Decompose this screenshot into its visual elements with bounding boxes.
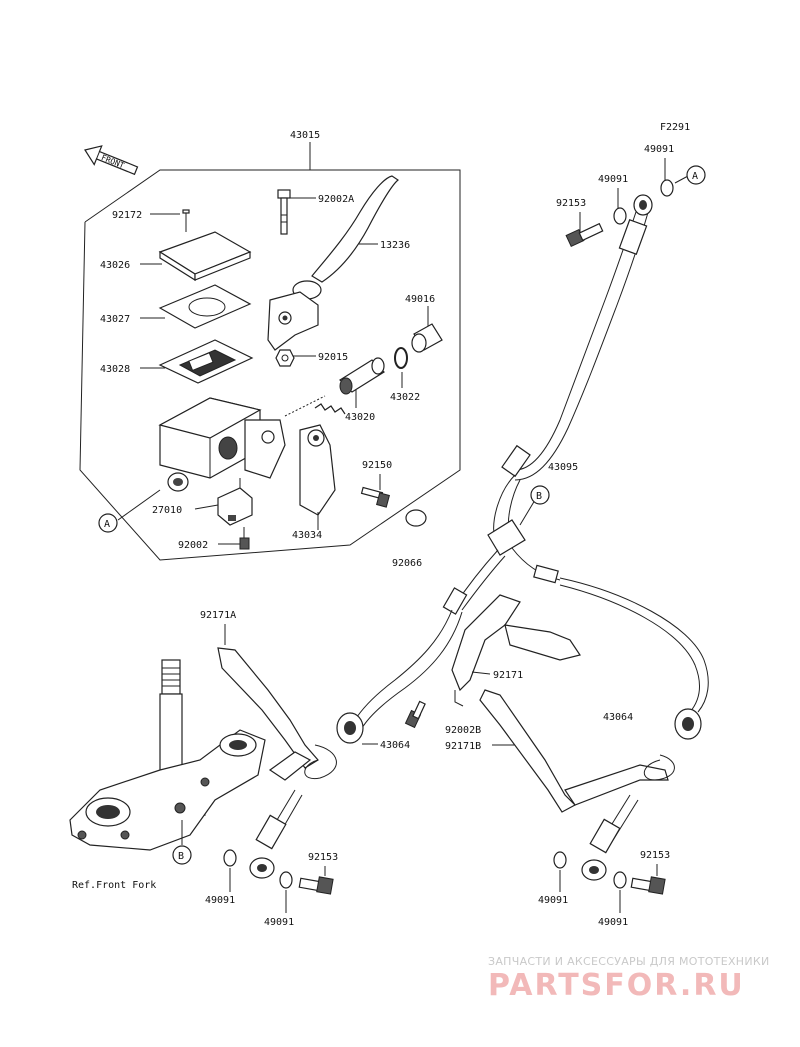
pivot-nut-part xyxy=(275,349,295,367)
callout-92002: 92002 xyxy=(178,540,208,551)
callout-49091-bl2: 49091 xyxy=(264,917,294,928)
bracket-bolt-part xyxy=(360,486,390,508)
brake-lever-part xyxy=(267,175,400,351)
front-arrow-icon: FRONT xyxy=(84,145,139,176)
callout-92153-bl: 92153 xyxy=(308,852,338,863)
callout-49091-br2: 49091 xyxy=(598,917,628,928)
callout-49091-bl1: 49091 xyxy=(205,895,235,906)
washer-top-a xyxy=(660,179,674,197)
callout-92150: 92150 xyxy=(362,460,392,471)
callout-43095: 43095 xyxy=(548,462,578,473)
washer-br-b xyxy=(613,871,627,889)
figure-code: F2291 xyxy=(660,122,690,133)
callout-43015: 43015 xyxy=(290,130,320,141)
callout-92172: 92172 xyxy=(112,210,142,221)
brake-hose-left-part xyxy=(351,609,463,729)
callout-43064-right: 43064 xyxy=(603,712,633,723)
front-label: FRONT xyxy=(100,153,126,170)
callout-43026: 43026 xyxy=(100,260,130,271)
cap-screw-part xyxy=(182,209,190,232)
ref-front-fork: Ref.Front Fork xyxy=(72,880,156,891)
marker-b-lower xyxy=(172,845,192,865)
diaphragm-plate-part xyxy=(158,284,252,329)
callout-92153-br: 92153 xyxy=(640,850,670,861)
watermark-tagline: ЗАПЧАСТИ И АКСЕССУАРЫ ДЛЯ МОТОТЕХНИКИ xyxy=(488,955,770,968)
banjo-bolt-bl xyxy=(298,876,334,895)
banjo-fitting-top xyxy=(633,194,653,216)
grommet-left-part xyxy=(336,712,364,744)
piston-kit-part xyxy=(314,357,385,415)
marker-a-left-label: A xyxy=(104,519,110,530)
callout-92153-top: 92153 xyxy=(556,198,586,209)
callout-43020: 43020 xyxy=(345,412,375,423)
master-cylinder-assembly-outline xyxy=(79,169,461,561)
brake-hose-lower-left xyxy=(249,789,303,879)
diaphragm-part xyxy=(158,339,254,384)
callout-43034: 43034 xyxy=(292,530,322,541)
marker-a-right xyxy=(686,165,706,185)
master-cylinder-body-part xyxy=(158,397,286,492)
callout-92015: 92015 xyxy=(318,352,348,363)
grommet-right-part xyxy=(674,708,702,740)
brake-hose-lower-right xyxy=(581,794,639,881)
reservoir-cap-part xyxy=(158,231,252,282)
callout-92171: 92171 xyxy=(493,670,523,681)
callout-92171A: 92171A xyxy=(200,610,236,621)
callout-43028: 43028 xyxy=(100,364,130,375)
marker-b-lower-label: B xyxy=(178,851,184,862)
switch-screw-part xyxy=(239,527,250,550)
washer-top-b xyxy=(613,207,627,225)
washer-bl-b xyxy=(279,871,293,889)
washer-bl-a xyxy=(223,849,237,867)
marker-b-upper xyxy=(530,485,550,505)
banjo-bolt-br xyxy=(630,876,666,895)
circlip-part xyxy=(394,347,408,369)
callout-43064-left: 43064 xyxy=(380,740,410,751)
callout-49091-br1: 49091 xyxy=(538,895,568,906)
steering-stem-part xyxy=(69,659,266,851)
brake-hose-upper-part xyxy=(493,199,651,541)
lever-bracket-part xyxy=(299,424,336,516)
callout-92066: 92066 xyxy=(392,558,422,569)
marker-a-right-label: A xyxy=(692,171,698,182)
callout-92002B: 92002B xyxy=(445,725,481,736)
marker-a-left xyxy=(98,513,118,533)
callout-92171B: 92171B xyxy=(445,741,481,752)
hose-bracket-right-part xyxy=(479,689,669,813)
pivot-bolt-part xyxy=(277,189,291,235)
callout-27010: 27010 xyxy=(152,505,182,516)
cap-part xyxy=(405,509,427,527)
callout-49091-top2: 49091 xyxy=(598,174,628,185)
callout-49016: 49016 xyxy=(405,294,435,305)
watermark-brand: PARTSFOR.RU xyxy=(488,968,745,1003)
brake-hose-right-part xyxy=(559,577,709,713)
callout-43022: 43022 xyxy=(390,392,420,403)
hose-joint-part xyxy=(442,519,561,615)
callout-43027: 43027 xyxy=(100,314,130,325)
clamp-bolt-part xyxy=(404,700,426,729)
callout-49091-top: 49091 xyxy=(644,144,674,155)
hose-clamp-part xyxy=(451,594,581,707)
callout-13236: 13236 xyxy=(380,240,410,251)
dust-boot-part xyxy=(411,323,443,353)
brake-switch-part xyxy=(217,478,253,526)
callout-92002A: 92002A xyxy=(318,194,354,205)
banjo-bolt-top xyxy=(565,222,604,248)
marker-b-upper-label: B xyxy=(536,491,542,502)
washer-br-a xyxy=(553,851,567,869)
